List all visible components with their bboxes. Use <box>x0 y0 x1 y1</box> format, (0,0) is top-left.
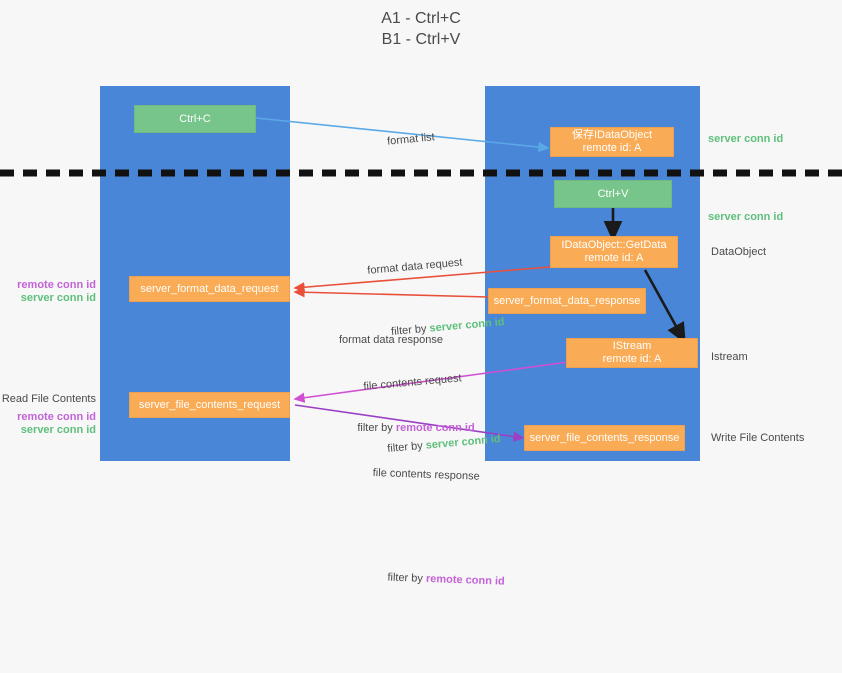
edge-label-format-data-request-text: format data request <box>366 256 463 277</box>
edge-label-file-contents-response-filter-key: remote conn id <box>425 572 505 588</box>
box-save-idataobject[interactable]: 保存IDataObject remote id: A <box>550 127 674 157</box>
annotation-write-file-contents: Write File Contents <box>711 432 805 444</box>
box-istream[interactable]: IStream remote id: A <box>566 338 698 368</box>
box-server-format-data-request-line1: server_format_data_request <box>140 282 279 295</box>
box-server-file-contents-request-line1: server_file_contents_request <box>138 398 281 411</box>
box-istream-line1: IStream <box>612 340 652 352</box>
box-server-format-data-response-line1: server_format_data_response <box>493 294 641 307</box>
edge-label-file-contents-response: file contents response filter by remote … <box>366 408 511 673</box>
edge-label-file-contents-response-text: file contents response <box>372 466 480 483</box>
edge-label-format-data-response: format data response filter by remote co… <box>339 285 475 505</box>
box-ctrl-v-line1: Ctrl+V <box>597 187 629 200</box>
annotation-remote-conn-id-low: remote conn id <box>17 411 96 423</box>
box-save-idataobject-line2: remote id: A <box>582 142 642 154</box>
phase-divider <box>0 169 842 177</box>
box-idataobject-getdata-line2: remote id: A <box>584 252 644 264</box>
box-server-file-contents-response[interactable]: server_file_contents_response <box>524 425 685 451</box>
annotation-server-conn-id-second: server conn id <box>708 211 784 223</box>
box-server-format-data-request[interactable]: server_format_data_request <box>129 276 290 302</box>
box-save-idataobject-line1: 保存IDataObject <box>571 129 653 141</box>
page-title: A1 - Ctrl+C B1 - Ctrl+V <box>381 10 461 48</box>
box-idataobject-getdata-line1: IDataObject::GetData <box>561 239 667 251</box>
annotation-dataobject: DataObject <box>711 246 767 258</box>
diagram-canvas: A1 - Ctrl+C B1 - Ctrl+V A1 remote B1 con… <box>0 10 842 588</box>
edge-label-format-data-response-text: format data response <box>339 334 443 346</box>
annotation-istream: Istream <box>711 351 748 363</box>
edge-label-format-data-response-filter-key: remote conn id <box>395 422 475 434</box>
annotation-read-file-contents: Read File Contents <box>1 393 96 405</box>
edge-label-file-contents-response-filter-prefix: filter by <box>387 571 427 585</box>
edge-label-format-list: format list <box>373 116 437 164</box>
edge-label-file-contents-request-text: file contents request <box>362 372 463 393</box>
box-server-format-data-response[interactable]: server_format_data_response <box>488 288 646 314</box>
box-ctrl-c-line1: Ctrl+C <box>179 112 211 125</box>
edge-label-format-data-response-filter-prefix: filter by <box>357 422 396 434</box>
annotation-server-conn-id-low: server conn id <box>20 424 96 436</box>
annotation-remote-conn-id-mid: remote conn id <box>17 279 96 291</box>
box-ctrl-c[interactable]: Ctrl+C <box>134 105 256 133</box>
box-ctrl-v[interactable]: Ctrl+V <box>554 180 672 208</box>
box-idataobject-getdata[interactable]: IDataObject::GetData remote id: A <box>550 236 678 268</box>
box-server-file-contents-request[interactable]: server_file_contents_request <box>129 392 290 418</box>
box-server-file-contents-response-line1: server_file_contents_response <box>529 431 680 444</box>
annotation-server-conn-id-top: server conn id <box>708 133 784 145</box>
edge-label-format-list-text: format list <box>386 131 436 148</box>
box-istream-line2: remote id: A <box>602 353 662 365</box>
annotation-server-conn-id-mid: server conn id <box>20 292 96 304</box>
